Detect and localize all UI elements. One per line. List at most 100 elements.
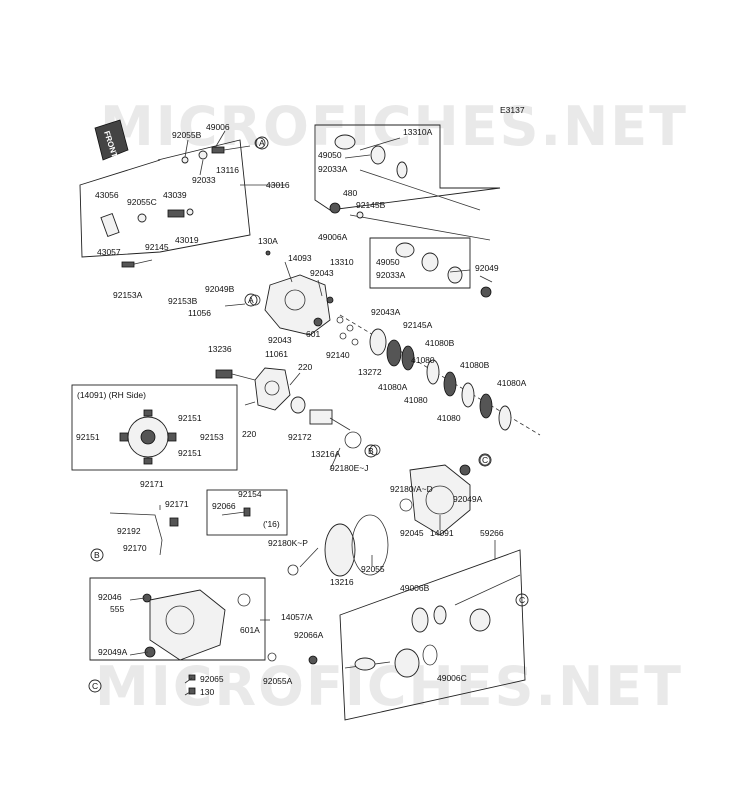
part-label: 92055A xyxy=(263,676,293,686)
part-label: 92140 xyxy=(326,350,350,360)
part-label: 43039 xyxy=(163,190,187,200)
gear-case-14093 xyxy=(224,250,334,336)
part-label: 92043 xyxy=(310,268,334,278)
part-label: 92043A xyxy=(371,307,401,317)
part-label: 49006B xyxy=(400,583,430,593)
axle-assembly-59266 xyxy=(339,549,526,721)
part-label: 43056 xyxy=(95,190,119,200)
part-label: 13216A xyxy=(311,449,341,459)
watermark-top: MICROFICHES.NET xyxy=(100,95,688,158)
part-label: 92033 xyxy=(192,175,216,185)
part-label: 41080A xyxy=(497,378,527,388)
callout-letter-b: B xyxy=(368,446,374,456)
callout-a-top: A xyxy=(255,136,269,150)
part-label: 13236 xyxy=(208,344,232,354)
callout-b-top: B xyxy=(364,444,378,458)
watermark-bottom: MICROFICHES.NET xyxy=(95,655,683,718)
differential-case-14091 xyxy=(399,454,491,536)
rh-side-box-title: (14091) (RH Side) xyxy=(77,390,146,400)
part-label: 220 xyxy=(242,429,256,439)
part-label: 43057 xyxy=(97,247,121,257)
part-label: 92170 xyxy=(123,543,147,553)
part-label: 92171 xyxy=(165,499,189,509)
bolt-box-92154: ('16) xyxy=(206,489,288,536)
callout-letter-c: C xyxy=(482,455,488,465)
part-label: 92049B xyxy=(205,284,235,294)
part-label: 41080B xyxy=(460,360,490,370)
part-label: 49006A xyxy=(318,232,348,242)
bracket-assembly-43016 xyxy=(79,137,285,268)
part-label: 13216 xyxy=(330,577,354,587)
rh-side-box: (14091) (RH Side) xyxy=(71,384,238,471)
part-label: 41080B xyxy=(425,338,455,348)
part-labels: 49006 92055B 92033 13116 43016 43056 920… xyxy=(76,122,527,697)
part-label: 92192 xyxy=(117,526,141,536)
part-label: 92153 xyxy=(200,432,224,442)
part-label: 92055B xyxy=(172,130,202,140)
part-label: 92171 xyxy=(140,479,164,489)
callout-b-bottom: B xyxy=(90,548,104,562)
propeller-shaft-13310A xyxy=(314,124,501,241)
part-label: 49050 xyxy=(376,257,400,267)
clutch-pack-41080 xyxy=(339,314,541,436)
part-label: 13272 xyxy=(358,367,382,377)
part-label: 92045 xyxy=(400,528,424,538)
bearings-92140 xyxy=(336,316,359,346)
callout-letter-c: C xyxy=(92,681,98,691)
part-label: 92065 xyxy=(200,674,224,684)
part-label: 92145B xyxy=(356,200,386,210)
part-label: 130A xyxy=(258,236,278,246)
part-label: 92151 xyxy=(178,413,202,423)
callout-letter-c: C xyxy=(519,595,525,605)
cover-11061 xyxy=(215,367,291,411)
part-label: 92172 xyxy=(288,432,312,442)
diagram-code: E3137 xyxy=(500,105,525,115)
part-label: 92049A xyxy=(98,647,128,657)
part-label: 92151 xyxy=(76,432,100,442)
part-label: 92180/A~D xyxy=(390,484,433,494)
part-label: 130 xyxy=(200,687,214,697)
part-label: 92066A xyxy=(294,630,324,640)
propeller-shaft-13310 xyxy=(369,237,493,298)
part-label: 41080 xyxy=(411,355,435,365)
part-label: 14057/A xyxy=(281,612,313,622)
part-label: 41080 xyxy=(404,395,428,405)
part-label: 92180K~P xyxy=(268,538,308,548)
part-label: 220 xyxy=(298,362,312,372)
callout-a-mid: A xyxy=(244,293,258,307)
part-label: 49006C xyxy=(437,673,467,683)
part-label: 92055C xyxy=(127,197,157,207)
callout-letter-b: B xyxy=(94,550,100,560)
ring-gear-13216 xyxy=(287,514,389,577)
part-label: 43016 xyxy=(266,180,290,190)
front-arrow-icon: FRONT xyxy=(94,119,129,161)
part-label: 92145A xyxy=(403,320,433,330)
part-label: 43019 xyxy=(175,235,199,245)
callout-letter-a: A xyxy=(248,295,254,305)
part-label: 92049A xyxy=(453,494,483,504)
part-label: 92154 xyxy=(238,489,262,499)
part-label: 41080A xyxy=(378,382,408,392)
part-label: 14091 xyxy=(430,528,454,538)
part-label: 92033A xyxy=(318,164,348,174)
part-label: 13116 xyxy=(216,165,239,175)
part-label: 92049 xyxy=(475,263,499,273)
part-label: 92066 xyxy=(212,501,236,511)
callout-c-right: C xyxy=(515,593,529,607)
part-label: 92043 xyxy=(268,335,292,345)
part-label: 41080 xyxy=(437,413,461,423)
part-label: 92153A xyxy=(113,290,143,300)
part-label: 92145 xyxy=(145,242,169,252)
part-label: 11061 xyxy=(265,349,288,359)
part-label: 13310 xyxy=(330,257,354,267)
callout-c-top: C xyxy=(478,453,492,467)
part-label: 92055 xyxy=(361,564,385,574)
part-label: 601A xyxy=(240,625,260,635)
year-note: ('16) xyxy=(263,519,280,529)
bracket-92192 xyxy=(109,505,179,556)
part-label: 49050 xyxy=(318,150,342,160)
part-label: 11056 xyxy=(188,308,211,318)
callout-c-bottom: C xyxy=(88,679,102,693)
leader-lines xyxy=(129,130,496,696)
callout-letter-a: A xyxy=(259,138,265,148)
